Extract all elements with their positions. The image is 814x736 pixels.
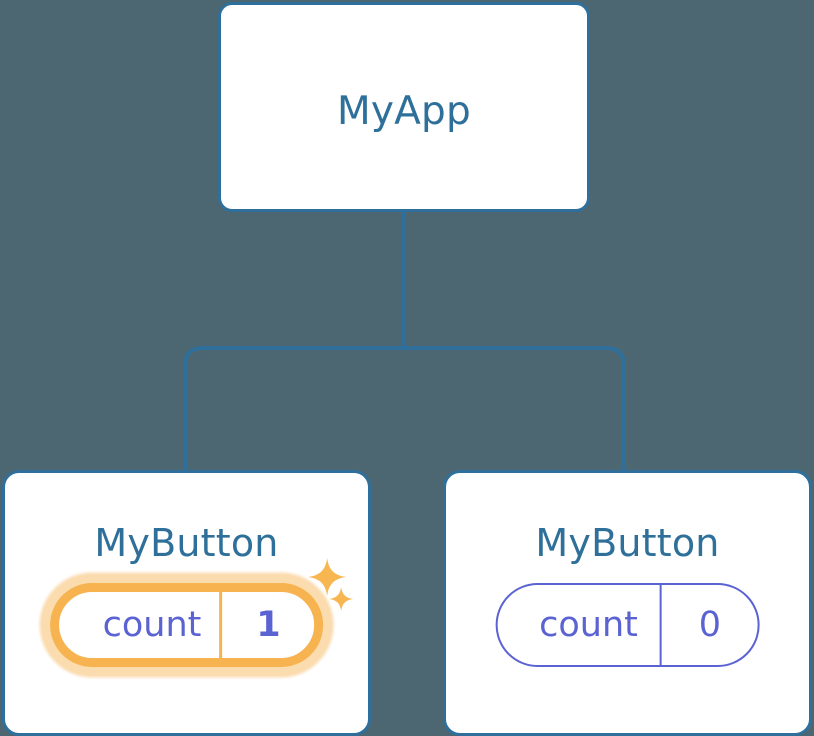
prop-value-left: 1 [219,592,314,658]
sparkle-icon [328,587,353,611]
prop-value-right: 0 [659,585,758,665]
prop-pill-right-body[interactable]: count 0 [495,583,760,667]
prop-pill-right[interactable]: count 0 [495,583,760,667]
node-title-mybutton-right: MyButton [535,521,720,565]
node-mybutton-right[interactable]: MyButton count 0 [443,470,812,736]
node-mybutton-left[interactable]: MyButton count 1 [2,470,371,736]
node-title-myapp: MyApp [337,89,471,134]
prop-pill-left[interactable]: count 1 [49,558,353,667]
edge-bus-to-children [183,346,626,470]
node-myapp[interactable]: MyApp [218,2,590,212]
prop-key-left: count [102,604,202,645]
prop-pill-left-body[interactable]: count 1 [49,583,324,667]
prop-key-right: count [539,604,638,645]
node-title-mybutton-left: MyButton [94,521,279,565]
